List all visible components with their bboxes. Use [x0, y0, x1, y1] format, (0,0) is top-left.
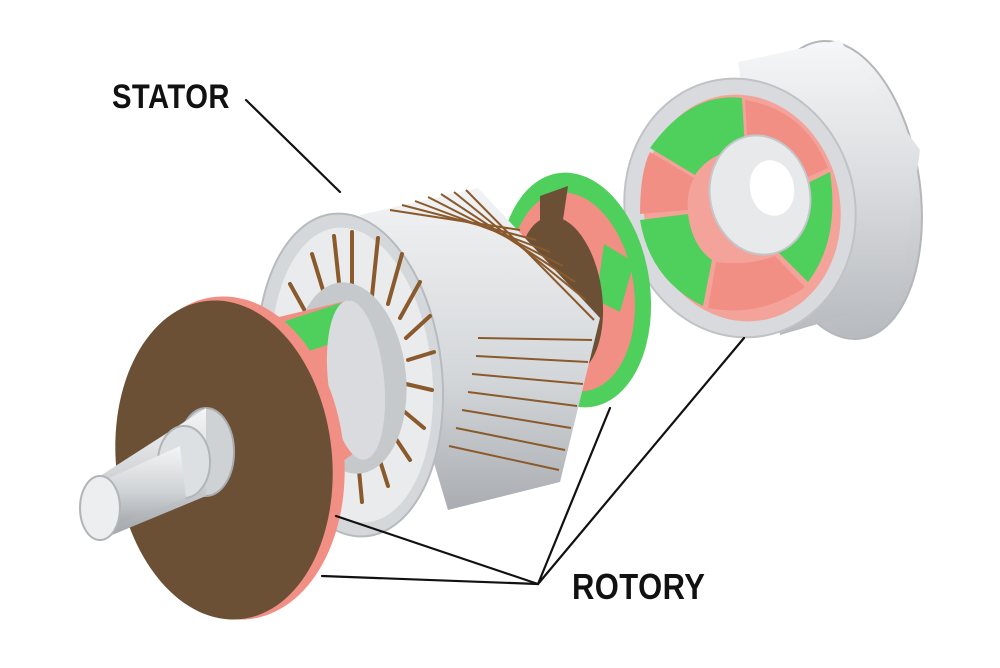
stator-slots [389, 189, 595, 471]
stator-leader-line [244, 98, 342, 194]
stator-label: STATOR [112, 78, 230, 116]
outer-rotor-cup [623, 40, 923, 340]
rotory-leader-line-2 [334, 514, 540, 586]
leader-lines [244, 98, 746, 586]
shaft [79, 407, 235, 541]
rotory-leader-line-3 [536, 406, 612, 586]
rotory-leader-line-1 [320, 574, 540, 586]
rotory-label: ROTORY [572, 566, 706, 607]
rotory-leader-line-4 [536, 336, 746, 586]
